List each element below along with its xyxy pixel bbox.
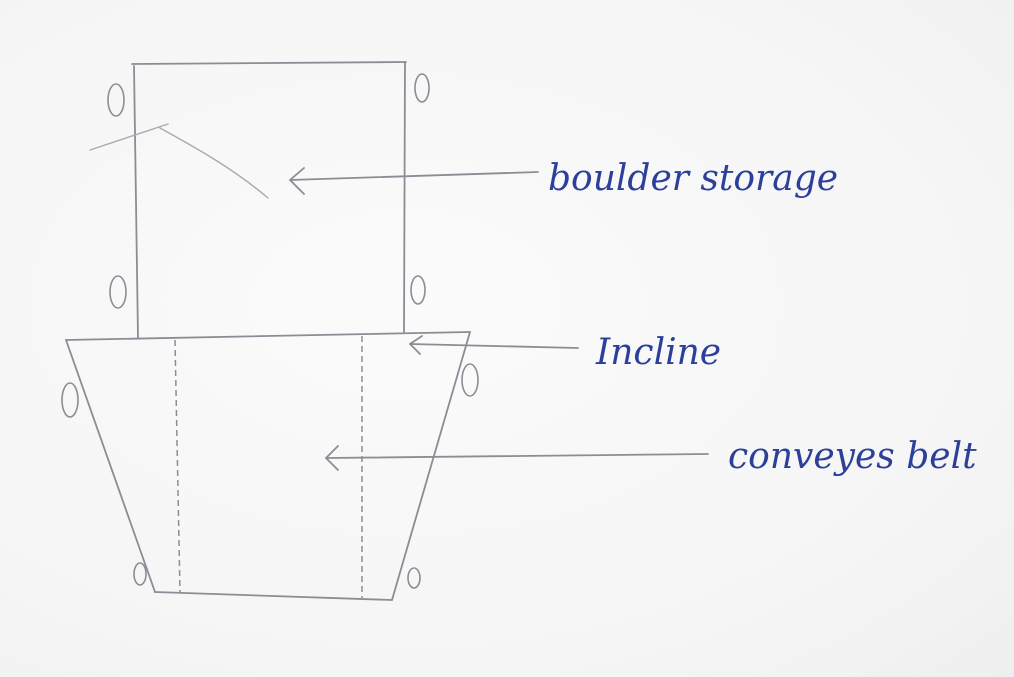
arrow-head-icon xyxy=(409,335,423,355)
incline-right-side xyxy=(391,331,471,601)
wheel-icon xyxy=(414,73,430,103)
storage-top-edge xyxy=(131,61,407,65)
arrow-head-icon xyxy=(289,167,305,195)
storage-stray-mark-2 xyxy=(89,123,169,151)
boulder-storage-box xyxy=(89,61,407,339)
arrow-incline xyxy=(409,343,579,349)
label-conveyer-belt: conveyes belt xyxy=(728,436,977,477)
conveyor-belt-left-dashed xyxy=(174,339,181,593)
incline-conveyor-body xyxy=(65,331,471,601)
conveyor-wheels xyxy=(61,363,479,589)
label-incline: Incline xyxy=(595,332,721,373)
wheel-icon xyxy=(107,83,125,117)
arrow-conveyer-belt xyxy=(325,453,709,459)
wheel-icon xyxy=(407,567,421,589)
arrow-head-icon xyxy=(325,445,339,471)
wheel-icon xyxy=(61,382,79,418)
storage-left-edge xyxy=(133,65,139,339)
label-boulder-storage: boulder storage xyxy=(548,158,838,199)
wheel-icon xyxy=(109,275,127,309)
incline-bottom-edge xyxy=(154,591,393,601)
incline-top-edge xyxy=(65,331,471,341)
storage-right-edge xyxy=(403,61,406,333)
storage-wheels xyxy=(107,73,430,309)
pointer-arrows xyxy=(289,167,709,471)
arrow-boulder-storage xyxy=(289,171,539,181)
wheel-icon xyxy=(461,363,479,397)
wheel-icon xyxy=(133,562,147,586)
wheel-icon xyxy=(410,275,426,305)
incline-left-side xyxy=(65,339,156,593)
storage-stray-mark xyxy=(159,127,269,199)
